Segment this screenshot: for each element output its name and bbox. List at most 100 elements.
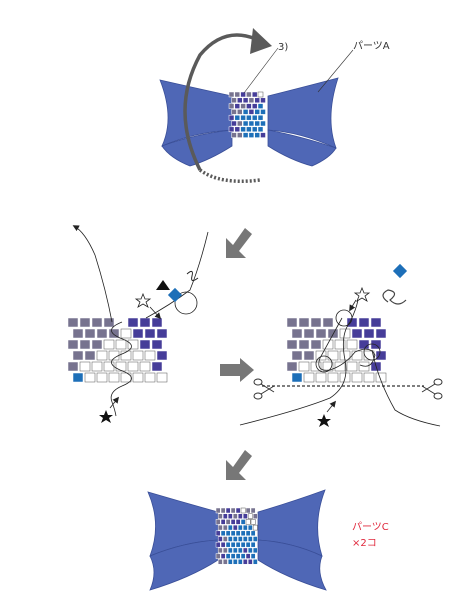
bead — [237, 513, 243, 519]
bead — [215, 553, 221, 559]
bead — [108, 328, 120, 339]
bead — [144, 328, 156, 339]
bead — [222, 513, 228, 519]
scissors-icon — [421, 378, 443, 400]
bead — [235, 507, 241, 514]
bead — [260, 109, 266, 115]
bead — [220, 541, 226, 548]
bead — [250, 519, 256, 525]
bead — [247, 513, 253, 519]
bead — [240, 126, 246, 133]
bead — [363, 350, 375, 361]
bead — [225, 519, 231, 525]
bead — [240, 530, 246, 537]
bead — [67, 361, 79, 372]
bead — [230, 553, 236, 559]
bead — [235, 541, 241, 548]
bead — [240, 114, 246, 121]
bead — [79, 317, 91, 328]
down-arrow-icon — [226, 228, 252, 258]
bead — [231, 97, 237, 104]
bead — [286, 339, 298, 350]
bead — [225, 541, 231, 548]
bead — [132, 350, 144, 361]
bead — [286, 361, 298, 372]
triangle-marker-icon — [156, 280, 170, 290]
bead — [291, 350, 303, 361]
bead — [237, 132, 243, 138]
bead — [103, 361, 115, 372]
bead — [346, 339, 358, 350]
bead — [237, 559, 243, 565]
bead — [217, 559, 223, 565]
wrap-arrow-icon — [183, 33, 259, 171]
bead — [144, 372, 156, 383]
bead — [232, 536, 238, 542]
bead — [230, 541, 236, 548]
bead — [91, 317, 103, 328]
bead — [251, 103, 258, 109]
filled-star-icon — [99, 410, 113, 423]
bead — [291, 372, 303, 383]
bead — [132, 328, 144, 339]
bead — [248, 97, 255, 104]
bead — [237, 536, 243, 542]
filled-star-icon — [317, 414, 331, 427]
bead — [252, 547, 258, 554]
bead — [67, 339, 79, 350]
loop-circle — [174, 291, 198, 315]
bead — [242, 120, 249, 127]
thread-left — [110, 321, 132, 417]
bead — [222, 559, 228, 565]
bead — [242, 536, 248, 542]
bead — [250, 541, 256, 548]
bead — [247, 559, 253, 565]
bead — [240, 519, 246, 525]
bead — [248, 120, 255, 127]
bead — [230, 530, 236, 537]
bead — [132, 372, 144, 383]
bead — [222, 536, 228, 542]
bead — [234, 103, 241, 109]
bead — [240, 541, 246, 548]
bead — [303, 372, 315, 383]
bead — [246, 91, 252, 98]
bead — [246, 103, 252, 109]
bead — [242, 547, 248, 554]
step2-left-panel — [67, 225, 209, 423]
bead — [156, 328, 168, 339]
bead — [250, 553, 256, 559]
bead — [217, 547, 223, 554]
step3-bead-band — [215, 507, 258, 565]
bead — [245, 519, 251, 525]
bead — [127, 339, 139, 350]
bead — [346, 361, 358, 372]
bead — [252, 559, 258, 565]
right-arrow-icon — [220, 358, 254, 382]
bead — [96, 350, 108, 361]
bead — [222, 524, 228, 531]
bead — [67, 317, 79, 328]
bead — [351, 350, 363, 361]
bead — [322, 339, 334, 350]
bead — [217, 536, 223, 542]
bead — [363, 372, 375, 383]
bead — [139, 339, 151, 350]
bead — [84, 372, 96, 383]
bead — [251, 91, 258, 98]
bead — [358, 317, 370, 328]
bead — [242, 97, 249, 104]
bead — [250, 530, 256, 537]
bead — [231, 120, 237, 127]
bead — [254, 109, 260, 115]
bead — [72, 328, 84, 339]
thread-break-icon — [186, 270, 199, 282]
bead — [222, 547, 228, 554]
bead — [232, 513, 238, 519]
bead — [245, 553, 251, 559]
bead — [227, 536, 233, 542]
bead — [250, 507, 256, 514]
bead — [334, 361, 346, 372]
bead — [247, 536, 253, 542]
